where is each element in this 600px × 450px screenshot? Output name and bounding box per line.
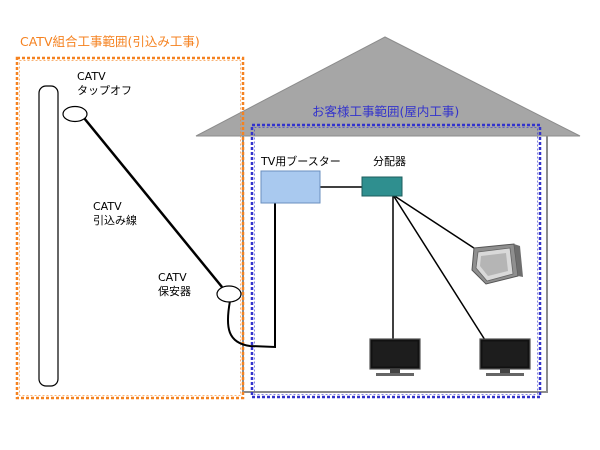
splitter-to-tv-right-wire	[392, 194, 486, 341]
catv-scope-border	[15, 56, 245, 400]
tap-off-label-1: CATV	[77, 70, 106, 83]
crt-tv-icon	[471, 243, 523, 285]
splitter-to-tv-crt-wire	[392, 194, 481, 253]
protector-label-1: CATV	[158, 271, 187, 284]
protector-to-booster-wire	[226, 196, 276, 349]
tv-booster	[260, 170, 321, 204]
catv-scope-border-inner	[19, 60, 241, 396]
utility-pole	[38, 85, 59, 387]
customer-scope-border-inner	[254, 127, 538, 395]
splitter-label: 分配器	[373, 155, 406, 168]
protector-label-2: 保安器	[158, 284, 191, 298]
flat-tv-left-icon	[369, 338, 421, 376]
customer-scope-label: お客様工事範囲(屋内工事)	[312, 104, 459, 119]
tap-off-label-2: タップオフ	[77, 84, 132, 97]
catv-tap-off	[62, 105, 88, 123]
house-roof	[195, 36, 581, 137]
catv-scope-label: CATV組合工事範囲(引込み工事)	[20, 34, 200, 49]
drop-line-label-2: 引込み線	[93, 213, 137, 227]
splitter	[361, 176, 403, 197]
drop-line-label-1: CATV	[93, 200, 122, 213]
catv-drop-line	[83, 117, 223, 288]
booster-label: TV用ブースター	[260, 154, 341, 168]
flat-tv-right-icon	[479, 338, 531, 376]
catv-protector	[216, 285, 242, 303]
